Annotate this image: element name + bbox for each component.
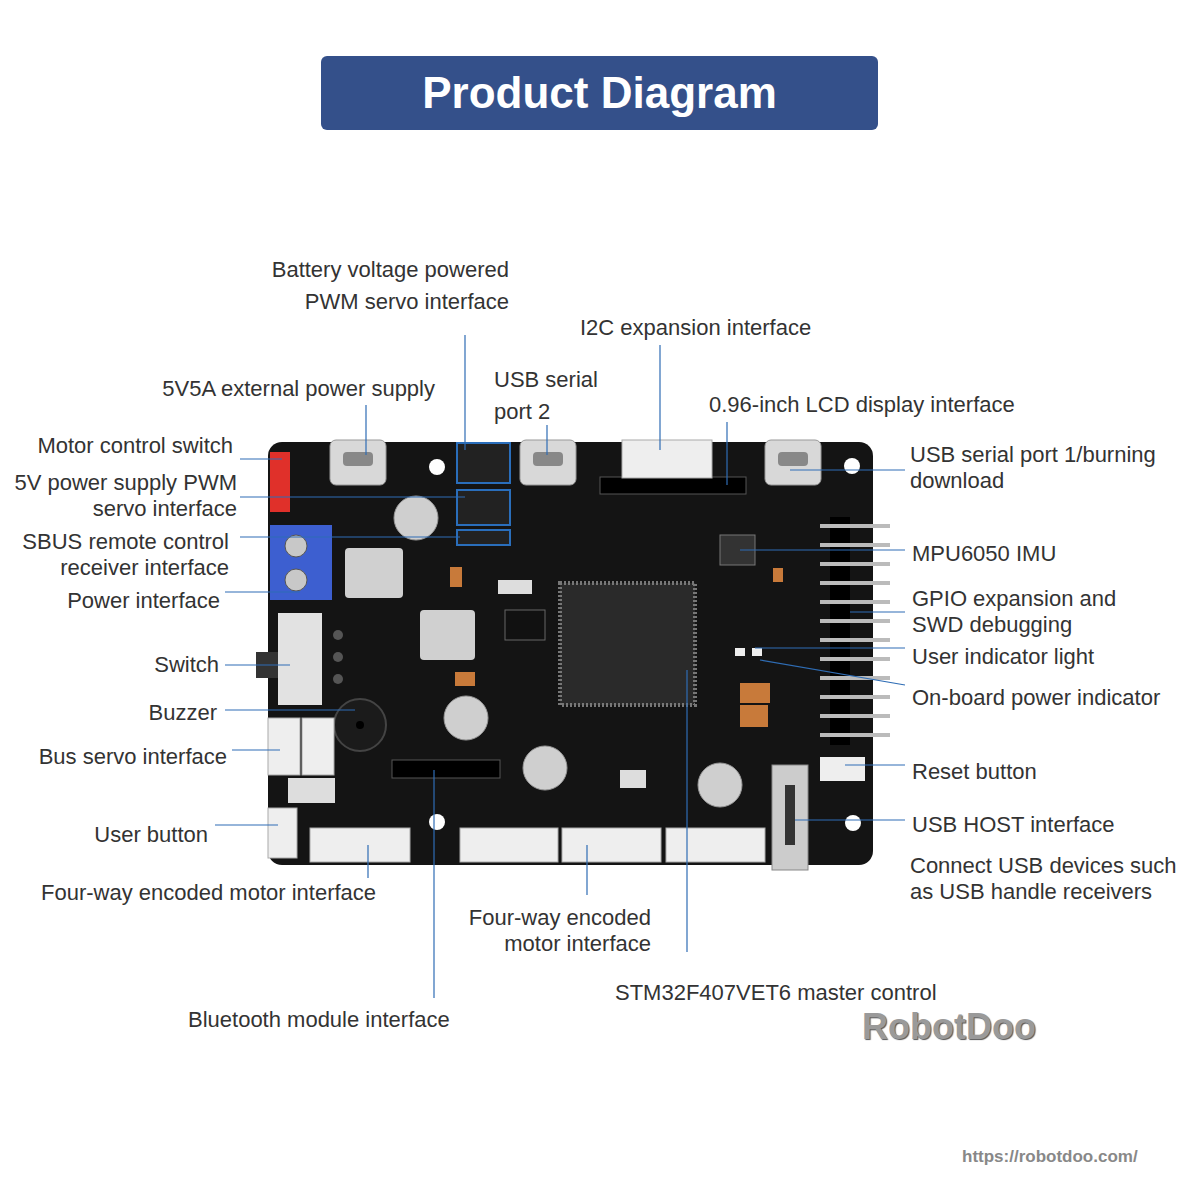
smd-part	[455, 672, 475, 686]
smd-part	[740, 683, 770, 703]
small-connector	[288, 778, 335, 803]
callout-label: USB serial port 1/burning download	[910, 442, 1185, 494]
callout-label: 5V power supply PWM servo interface	[2, 470, 237, 522]
smd-part	[773, 568, 783, 582]
callout-label: Power interface	[67, 586, 220, 616]
usb-c-port	[765, 440, 821, 485]
mount-hole	[845, 815, 861, 831]
motor-connector	[666, 828, 765, 862]
led	[735, 648, 745, 656]
callout-label: Bluetooth module interface	[188, 1005, 450, 1035]
sbus-header	[457, 530, 510, 545]
callout-label: Switch	[154, 650, 219, 680]
slide-switch	[278, 613, 322, 705]
terminal-screw	[285, 535, 307, 557]
smd-part	[620, 770, 646, 788]
buzzer	[334, 699, 386, 751]
callout-label: MPU6050 IMU	[912, 539, 1056, 569]
inductor	[345, 548, 403, 598]
buzzer-hole	[356, 721, 364, 729]
terminal-screw	[285, 569, 307, 591]
callout-label: I2C expansion interface	[580, 313, 811, 343]
capacitor	[394, 496, 438, 540]
callout-label: Connect USB devices such as USB handle r…	[910, 853, 1195, 905]
led	[752, 648, 762, 656]
header-pins	[820, 526, 890, 735]
servo-header	[457, 490, 510, 525]
usb-c-socket	[778, 452, 808, 466]
usb-c-socket	[343, 452, 373, 466]
callout-label: USB HOST interface	[912, 810, 1115, 840]
title-text: Product Diagram	[321, 56, 878, 130]
mount-hole	[844, 458, 860, 474]
solder-pad	[333, 674, 343, 684]
solder-pad	[333, 652, 343, 662]
callout-label: Motor control switch	[37, 431, 233, 461]
callout-label: 0.96-inch LCD display interface	[709, 390, 1015, 420]
capacitor	[523, 746, 567, 790]
callout-label: Four-way encoded motor interface	[441, 905, 651, 957]
callout-label: Bus servo interface	[39, 742, 227, 772]
usb-c-port	[330, 440, 386, 485]
usb-host-socket	[785, 785, 795, 845]
capacitor	[698, 763, 742, 807]
motor-connector	[562, 828, 661, 862]
callout-label: On-board power indicator	[912, 683, 1160, 713]
bus-servo-connector	[302, 718, 334, 775]
mount-hole	[429, 814, 445, 830]
usb-c-socket	[533, 452, 563, 466]
callout-label: GPIO expansion and SWD debugging	[912, 586, 1147, 638]
watermark-url: https://robotdoo.com/	[962, 1146, 1138, 1168]
capacitor	[444, 696, 488, 740]
terminal-block	[270, 525, 332, 600]
i2c-connector	[622, 440, 712, 478]
smd-part	[740, 705, 768, 727]
callout-label: User indicator light	[912, 642, 1094, 672]
callout-label: Four-way encoded motor interface	[41, 878, 376, 908]
callout-label: SBUS remote control receiver interface	[0, 529, 229, 581]
mcu-chip	[560, 583, 695, 705]
callout-label: 5V5A external power supply	[162, 374, 435, 404]
callout-label: Buzzer	[149, 698, 217, 728]
usb-c-port	[520, 440, 576, 485]
callout-label: USB serial port 2	[494, 364, 609, 428]
bus-servo-connector	[268, 718, 300, 775]
watermark: RobotDoo	[862, 1006, 1036, 1048]
title-band	[321, 56, 878, 130]
usb-host-port	[772, 765, 808, 870]
callout-label: Reset button	[912, 757, 1037, 787]
reset-button	[820, 757, 865, 781]
motor-switch	[270, 452, 290, 512]
pin-header	[830, 517, 850, 745]
callout-label: STM32F407VET6 master control	[615, 978, 937, 1008]
user-button-connector	[268, 808, 297, 858]
smd-part	[450, 567, 462, 587]
inductor	[420, 610, 475, 660]
motor-connector	[460, 828, 558, 862]
mount-hole	[429, 459, 445, 475]
ic-chip	[505, 610, 545, 640]
callout-label: User button	[94, 820, 208, 850]
solder-pad	[333, 630, 343, 640]
bluetooth-header	[392, 760, 500, 778]
lcd-header	[600, 477, 746, 494]
motor-connector	[310, 828, 410, 862]
smd-part	[498, 580, 532, 594]
callout-label: Battery voltage powered PWM servo interf…	[229, 254, 509, 318]
